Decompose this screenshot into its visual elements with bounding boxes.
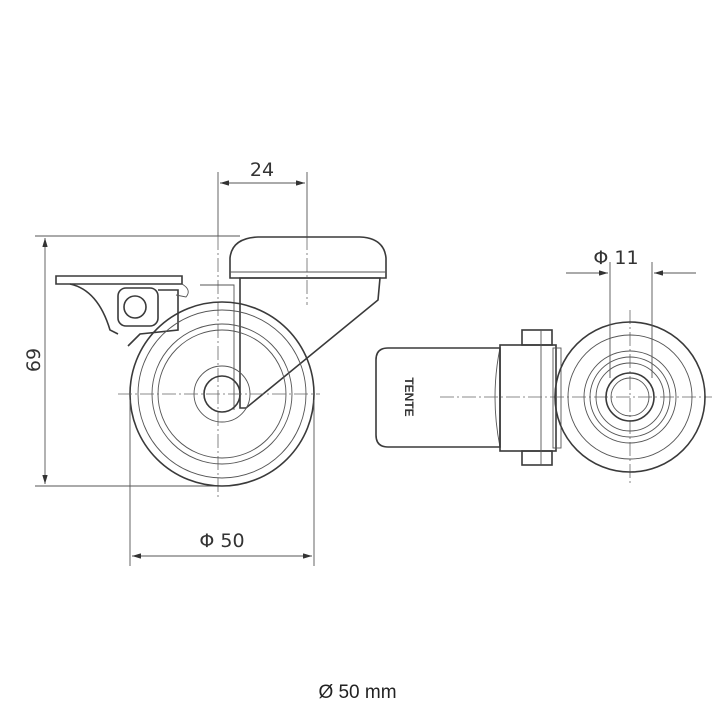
offset-dimension-label: 24 xyxy=(250,159,274,181)
side-view: 69 24 Φ 50 xyxy=(23,159,387,566)
bolt-hole-diameter-label: Φ 11 xyxy=(593,247,638,269)
product-caption: Ø 50 mm xyxy=(318,682,397,703)
top-view: TENTE Φ 11 xyxy=(375,247,712,485)
wheel-diameter-label: Φ 50 xyxy=(199,530,244,552)
housing-brand-label: TENTE xyxy=(402,377,416,416)
height-dimension-label: 69 xyxy=(23,348,45,372)
